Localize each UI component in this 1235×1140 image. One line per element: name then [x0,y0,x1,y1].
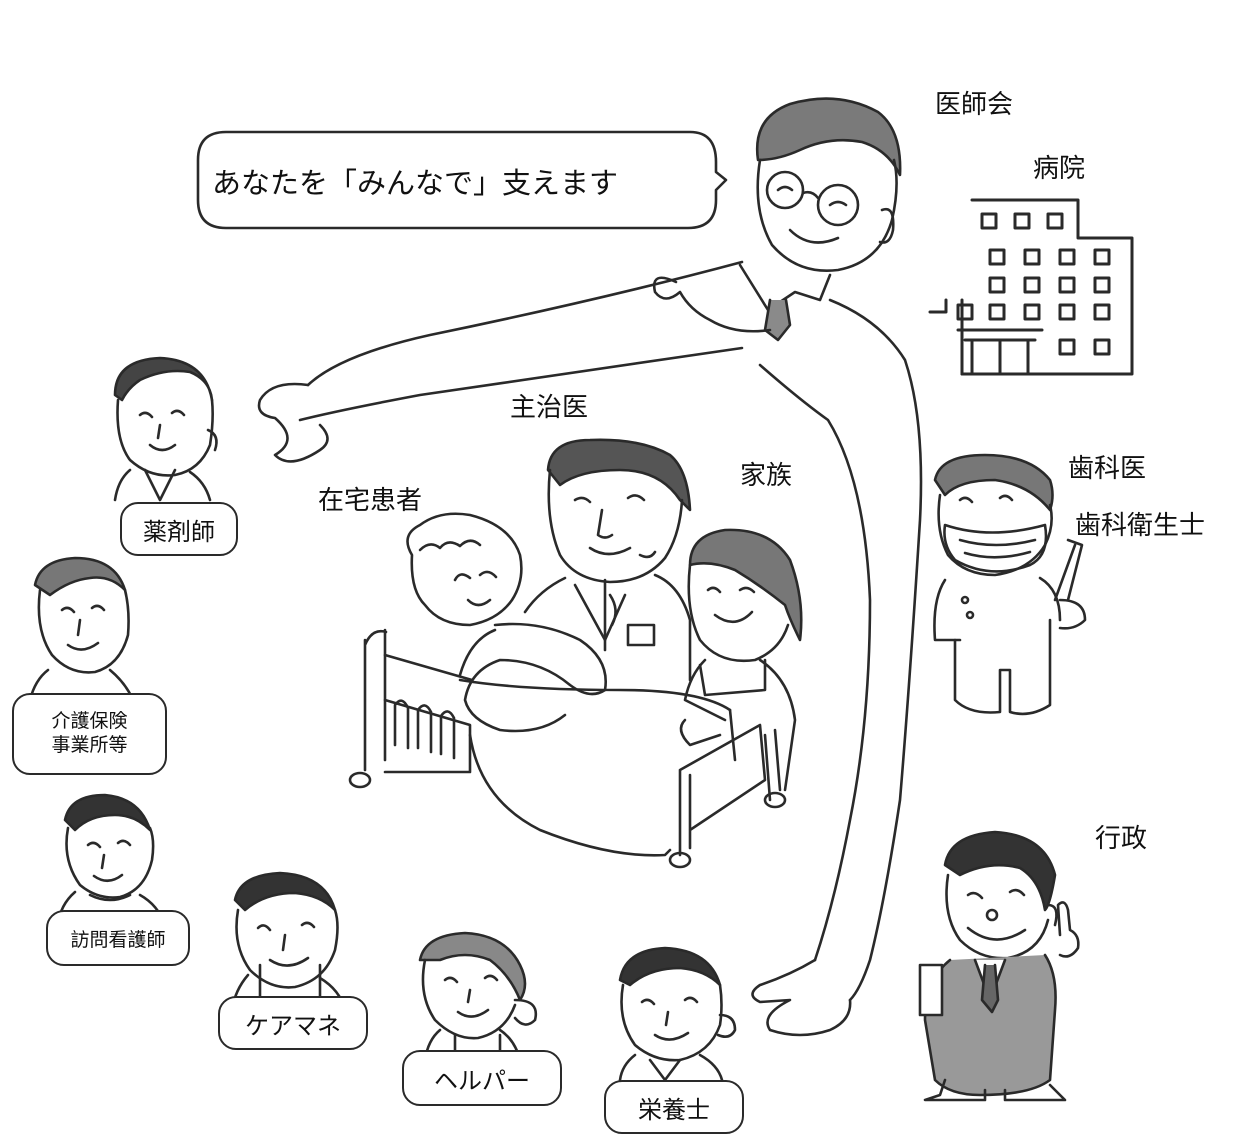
tag-care-insurance-line1: 介護保険 [51,710,128,733]
label-hospital: 病院 [1033,154,1086,184]
dentist-figure [933,453,1087,716]
family-member [679,528,803,792]
elderly-patient [406,512,608,733]
tag-helper: ヘルパー [402,1050,562,1106]
head-doctor-figure [257,97,923,1037]
care-worker-figure [28,556,137,707]
doctor-glasses-right [816,183,860,227]
doctor-tie [763,298,792,342]
patient-hair [406,512,523,627]
doctor-right-hand [751,958,852,1037]
administration-official-figure [918,830,1080,1102]
tag-care-insurance: 介護保険 事業所等 [12,693,167,775]
tag-pharmacist: 薬剤師 [120,502,238,556]
dentist-mask [943,523,1048,573]
doctor-left-arm [298,260,744,422]
pharmacist-figure [113,356,218,502]
tag-nutritionist: 栄養士 [604,1080,744,1134]
tag-care-manager: ケアマネ [218,996,368,1050]
physician-hair [546,438,692,512]
tag-care-insurance-line2: 事業所等 [51,734,128,756]
doctor-stethoscope [652,276,772,333]
hospital-building-icon [928,198,1134,376]
bed [348,628,787,869]
visiting-nurse-figure [56,793,167,927]
label-attending-physician: 主治医 [510,393,589,423]
label-home-patient: 在宅患者 [318,486,423,516]
speech-bubble [196,130,728,230]
label-dentist: 歯科医 [1068,454,1147,484]
label-medical-association: 医師会 [935,90,1014,120]
attending-physician [523,438,692,682]
doctor-hair [755,97,902,177]
family-hair [688,528,803,642]
tag-visiting-nurse: 訪問看護師 [46,910,190,966]
doctor-body-right [828,298,923,1002]
doctor-collar [738,263,832,312]
label-administration: 行政 [1095,824,1148,854]
helper-figure [418,931,538,1062]
doctor-face [756,158,898,272]
doctor-right-arm-inner [758,363,872,962]
speech-bubble-text: あなたを「みんなで」支えます [212,166,619,200]
nutritionist-figure [618,946,737,1082]
doctor-glasses-left [765,170,805,210]
doctor-smile [788,228,840,244]
label-dental-hygienist: 歯科衛生士 [1075,511,1206,541]
care-manager-figure [230,871,347,1012]
patient-arm [463,622,608,733]
label-family: 家族 [740,461,793,491]
doctor-left-hand [257,382,329,463]
